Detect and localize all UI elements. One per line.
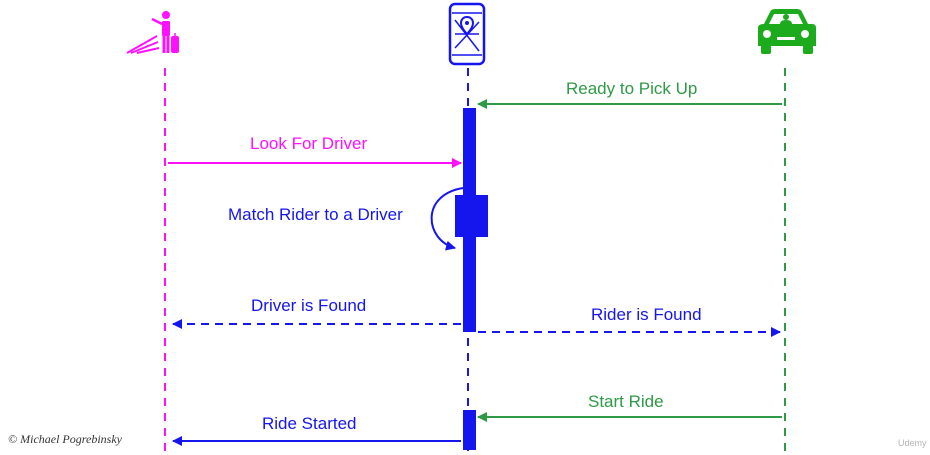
start-ride-label: Start Ride xyxy=(588,392,664,411)
car-with-driver-icon xyxy=(758,9,816,54)
driver-is-found-label: Driver is Found xyxy=(251,296,367,315)
match-rider-label: Match Rider to a Driver xyxy=(228,205,403,224)
ready-to-pick-up-label: Ready to Pick Up xyxy=(566,79,698,98)
rider-is-found-label: Rider is Found xyxy=(591,305,702,324)
watermark: Udemy xyxy=(898,438,927,448)
app-match-activation-box xyxy=(455,195,488,237)
map-phone-icon xyxy=(448,2,486,66)
traveler-with-suitcase-icon xyxy=(126,11,179,54)
match-self-loop-arrow xyxy=(430,187,464,251)
ride-started-label: Ride Started xyxy=(262,414,357,433)
look-for-driver-label: Look For Driver xyxy=(250,134,368,153)
copyright-credit: © Michael Pogrebinsky xyxy=(8,432,122,446)
app-activation-bar-bottom xyxy=(463,410,476,450)
